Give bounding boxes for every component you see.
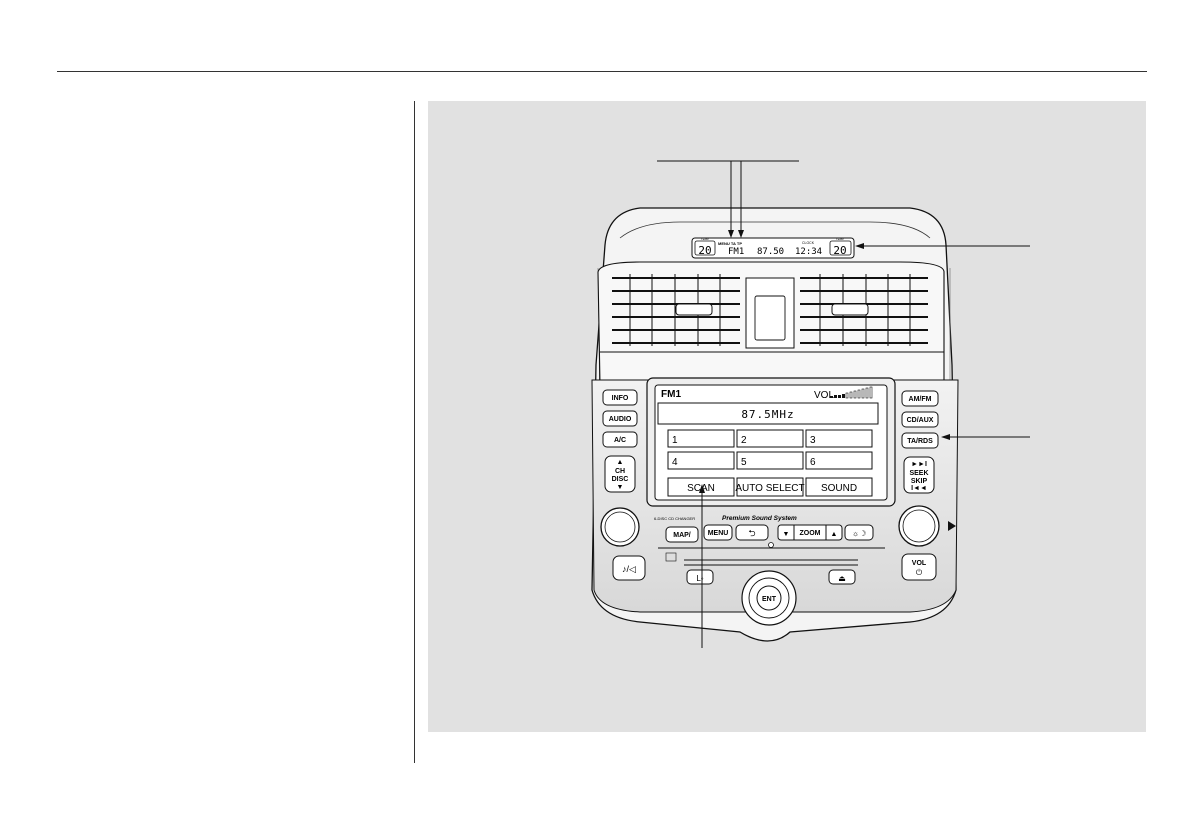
return-arrow-icon: ⮌ (748, 528, 755, 538)
eject-icon: ⏏ (838, 574, 846, 583)
sound-label: SOUND (821, 483, 857, 494)
svg-text:I◄◄: I◄◄ (911, 485, 927, 492)
auto-select-button[interactable] (736, 477, 804, 497)
load-button[interactable] (686, 569, 714, 585)
preset-label-1: 1 (672, 435, 678, 446)
changer-label: 6-DISC CD CHANGER (654, 516, 695, 521)
temp-right-label: TEMP (836, 237, 844, 241)
skip-label: SKIP (911, 478, 928, 485)
preset-label-4: 4 (672, 457, 678, 468)
amfm-label: AM/FM (909, 396, 932, 403)
callout-lines (657, 160, 1030, 648)
audio-button[interactable] (602, 410, 638, 427)
preset-button-1[interactable] (667, 429, 735, 448)
ch-label: CH (615, 468, 625, 475)
preset-button-6[interactable] (805, 451, 873, 470)
left-button-column: INFO AUDIO A/C ▲ CH DISC ▼ ♪/◁ (600, 389, 646, 581)
temp-right: 20 (833, 244, 846, 257)
preset-label-2: 2 (741, 435, 747, 446)
preset-label-6: 6 (810, 457, 816, 468)
map-label: MAP/ (673, 532, 691, 539)
menu-label: MENU (708, 530, 729, 537)
mute-button[interactable] (612, 555, 646, 581)
amfm-button[interactable] (901, 390, 939, 407)
temp-left: 20 (698, 244, 711, 257)
air-vents (597, 261, 945, 386)
svg-text:►►I: ►►I (911, 461, 927, 468)
indicator-text: MENU TA TP (718, 241, 742, 246)
right-button-column: AM/FM CD/AUX TA/RDS ►►I SEEK SKIP I◄◄ VO… (898, 390, 940, 581)
seek-label: SEEK (909, 470, 928, 477)
nav-screen: FM1 VOL 87.5MHz 1 2 3 4 5 6 SCAN AU (657, 386, 879, 497)
audio-label: AUDIO (609, 416, 632, 423)
load-icon: L◦ (696, 574, 703, 583)
header-rule (57, 71, 1147, 72)
clock-label: CLOCK (802, 241, 815, 245)
top-frequency: 87.50 (757, 247, 784, 257)
disc-slot-icon (665, 552, 677, 562)
preset-button-4[interactable] (667, 451, 735, 470)
zoom-in-icon: ▲ (831, 531, 838, 538)
svg-text:▲: ▲ (617, 459, 624, 466)
column-divider (414, 101, 415, 763)
brand-label: Premium Sound System (722, 515, 797, 522)
ac-button[interactable] (602, 431, 638, 448)
zoom-label: ZOOM (800, 530, 821, 537)
day-night-button[interactable] (844, 524, 874, 541)
preset-label-5: 5 (741, 457, 747, 468)
zoom-out-icon: ▼ (783, 531, 790, 538)
preset-button-5[interactable] (736, 451, 804, 470)
auto-select-label: AUTO SELECT (735, 483, 804, 494)
tards-label: TA/RDS (907, 438, 933, 445)
info-button[interactable] (602, 389, 638, 406)
tards-button[interactable] (901, 432, 939, 449)
preset-button-2[interactable] (736, 429, 804, 448)
ac-label: A/C (614, 437, 626, 444)
sound-button[interactable] (805, 477, 873, 497)
left-knob[interactable] (600, 507, 640, 547)
menu-button[interactable] (703, 524, 733, 541)
vol-label: VOL (912, 560, 927, 567)
cdaux-label: CD/AUX (907, 417, 934, 424)
ch-disc-button[interactable] (604, 455, 636, 493)
clock-time: 12:34 (795, 247, 822, 257)
preset-label-3: 3 (810, 435, 816, 446)
seek-skip-button[interactable] (903, 456, 935, 494)
screen-band: FM1 (661, 389, 681, 400)
volume-bar (830, 386, 873, 399)
map-button[interactable] (665, 526, 699, 543)
info-label: INFO (612, 395, 629, 402)
screen-vol-label: VOL (814, 390, 834, 401)
day-night-icon: ☼☽ (852, 529, 867, 538)
preset-button-3[interactable] (805, 429, 873, 448)
disc-label: DISC (612, 476, 629, 483)
volume-knob[interactable] (898, 505, 940, 547)
top-lcd: 20 20 TEMP TEMP MENU TA TP FM1 87.50 CLO… (691, 237, 855, 259)
enter-button[interactable] (756, 585, 782, 611)
cdaux-button[interactable] (901, 411, 939, 428)
vol-power-button[interactable] (901, 553, 937, 581)
power-icon: ⏻ (916, 568, 923, 577)
svg-text:▼: ▼ (617, 484, 624, 491)
top-band: FM1 (728, 247, 744, 257)
temp-left-label: TEMP (701, 237, 709, 241)
screen-frequency: 87.5MHz (741, 408, 794, 421)
ent-label: ENT (762, 596, 777, 603)
back-button[interactable] (735, 524, 769, 541)
lower-controls: 6-DISC CD CHANGER Premium Sound System M… (654, 515, 885, 626)
eject-button[interactable] (828, 569, 856, 585)
music-note-icon: ♪/◁ (622, 564, 636, 574)
